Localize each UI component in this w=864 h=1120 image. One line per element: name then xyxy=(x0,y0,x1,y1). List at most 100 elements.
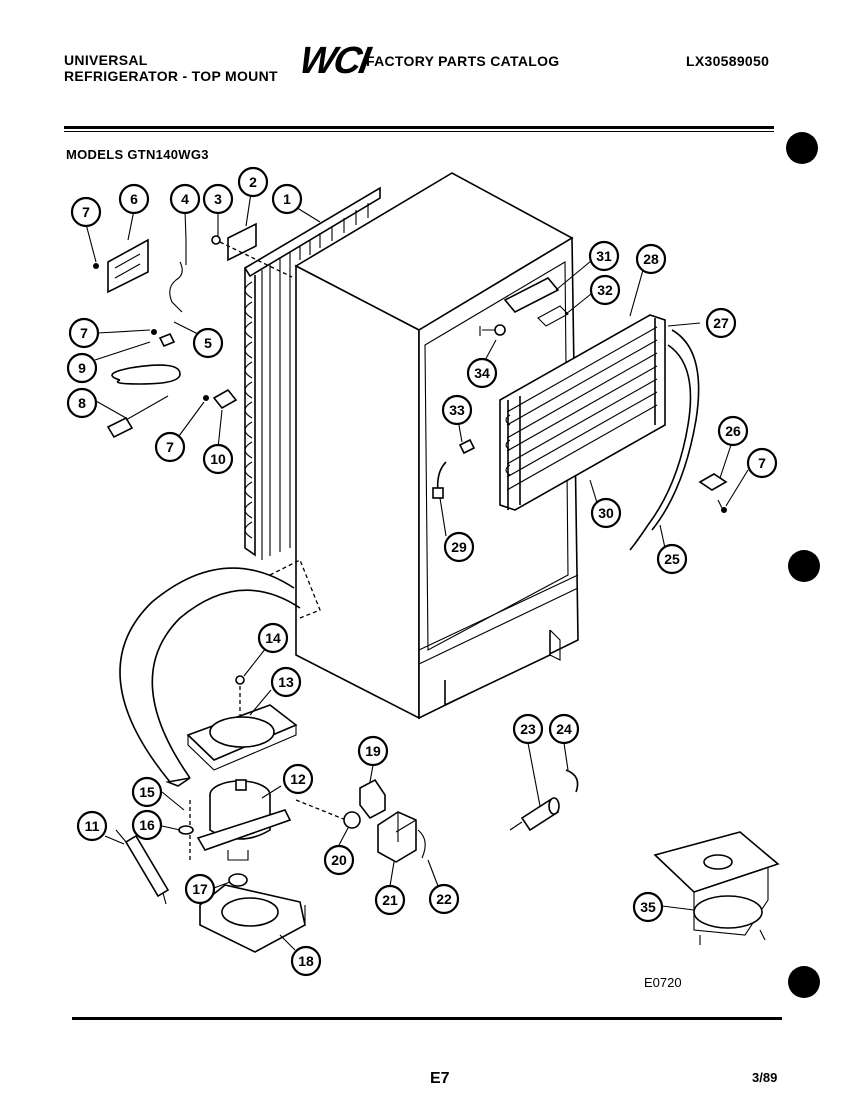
callout-14: 14 xyxy=(257,622,289,654)
footer-rule xyxy=(72,1017,782,1020)
svg-text:24: 24 xyxy=(556,721,572,737)
callout-17: 17 xyxy=(184,873,216,905)
svg-text:16: 16 xyxy=(139,817,155,833)
callout-22: 22 xyxy=(428,883,460,915)
svg-text:2: 2 xyxy=(249,174,257,190)
callout-11: 11 xyxy=(76,810,108,842)
svg-text:23: 23 xyxy=(520,721,536,737)
part-31-bracket xyxy=(503,276,560,314)
leader-lines xyxy=(85,192,749,951)
svg-text:26: 26 xyxy=(725,423,741,439)
svg-text:18: 18 xyxy=(298,953,314,969)
svg-text:1: 1 xyxy=(283,191,291,207)
condenser-coil xyxy=(243,186,381,560)
svg-text:15: 15 xyxy=(139,784,155,800)
refrigerator-cabinet xyxy=(269,172,579,720)
callout-26: 26 xyxy=(717,415,749,447)
binder-hole-3 xyxy=(788,966,820,998)
brand-line-2: REFRIGERATOR - TOP MOUNT xyxy=(64,68,278,84)
callout-5: 5 xyxy=(192,327,224,359)
svg-text:10: 10 xyxy=(210,451,226,467)
svg-text:5: 5 xyxy=(204,335,212,351)
callout-8: 8 xyxy=(66,387,98,419)
svg-text:11: 11 xyxy=(85,818,100,834)
callout-12: 12 xyxy=(282,763,314,795)
svg-text:30: 30 xyxy=(598,505,614,521)
part-33-clip xyxy=(458,438,476,455)
callout-6: 6 xyxy=(118,183,150,215)
svg-text:31: 31 xyxy=(596,248,612,264)
page-number: E7 xyxy=(430,1070,450,1087)
compressor-base xyxy=(199,884,306,953)
callout-33: 33 xyxy=(441,394,473,426)
brand-line-1: UNIVERSAL xyxy=(64,52,148,68)
condenser-fan-assembly xyxy=(653,831,780,945)
binder-hole-2 xyxy=(788,550,820,582)
callout-25: 25 xyxy=(656,543,688,575)
svg-text:12: 12 xyxy=(290,771,306,787)
relay xyxy=(359,778,386,820)
svg-text:8: 8 xyxy=(78,395,86,411)
callout-32: 32 xyxy=(589,274,621,306)
compressor xyxy=(196,779,292,861)
revision-date: 3/89 xyxy=(752,1070,778,1085)
header-rule-thin xyxy=(64,131,774,132)
svg-text:17: 17 xyxy=(192,881,208,897)
defrost-heater-cord xyxy=(629,344,692,551)
svg-text:13: 13 xyxy=(278,674,294,690)
callout-10: 10 xyxy=(202,443,234,475)
svg-text:27: 27 xyxy=(713,315,729,331)
svg-text:22: 22 xyxy=(436,891,452,907)
callout-15: 15 xyxy=(131,776,163,808)
callout-7: 7 xyxy=(746,447,778,479)
callout-29: 29 xyxy=(443,531,475,563)
callout-31: 31 xyxy=(588,240,620,272)
callout-30: 30 xyxy=(590,497,622,529)
callout-2: 2 xyxy=(237,166,269,198)
models-label: MODELS GTN140WG3 xyxy=(66,147,209,162)
small-parts-top-left xyxy=(93,222,293,439)
header-rule xyxy=(64,126,774,129)
callout-3: 3 xyxy=(202,183,234,215)
callout-16: 16 xyxy=(131,809,163,841)
callout-7: 7 xyxy=(70,196,102,228)
svg-text:28: 28 xyxy=(643,251,659,267)
svg-text:33: 33 xyxy=(449,402,465,418)
diagram-code: E0720 xyxy=(644,975,682,990)
svg-text:6: 6 xyxy=(130,191,138,207)
svg-text:9: 9 xyxy=(78,360,86,376)
svg-text:20: 20 xyxy=(331,852,347,868)
callout-1: 1 xyxy=(271,183,303,215)
callout-24: 24 xyxy=(548,713,580,745)
svg-text:19: 19 xyxy=(365,743,381,759)
callout-7: 7 xyxy=(154,431,186,463)
svg-text:29: 29 xyxy=(451,539,467,555)
drain-tube xyxy=(151,589,301,779)
callout-20: 20 xyxy=(323,844,355,876)
callout-21: 21 xyxy=(374,884,406,916)
capacitor-box xyxy=(377,811,417,863)
callout-13: 13 xyxy=(270,666,302,698)
callout-18: 18 xyxy=(290,945,322,977)
callout-7: 7 xyxy=(68,317,100,349)
drain-pan xyxy=(186,704,298,771)
evaporator xyxy=(499,314,666,511)
svg-text:3: 3 xyxy=(214,191,222,207)
svg-text:7: 7 xyxy=(82,204,90,220)
svg-text:4: 4 xyxy=(181,191,189,207)
callout-27: 27 xyxy=(705,307,737,339)
callout-19: 19 xyxy=(357,735,389,767)
svg-text:14: 14 xyxy=(265,630,281,646)
callout-34: 34 xyxy=(466,357,498,389)
svg-text:32: 32 xyxy=(597,282,613,298)
binder-hole-1 xyxy=(786,132,818,164)
svg-text:7: 7 xyxy=(166,439,174,455)
callout-9: 9 xyxy=(66,352,98,384)
svg-text:25: 25 xyxy=(664,551,680,567)
callout-4: 4 xyxy=(169,183,201,215)
svg-text:21: 21 xyxy=(382,892,398,908)
callout-23: 23 xyxy=(512,713,544,745)
catalog-title: FACTORY PARTS CATALOG xyxy=(366,53,560,69)
filter-dryer xyxy=(124,834,170,898)
